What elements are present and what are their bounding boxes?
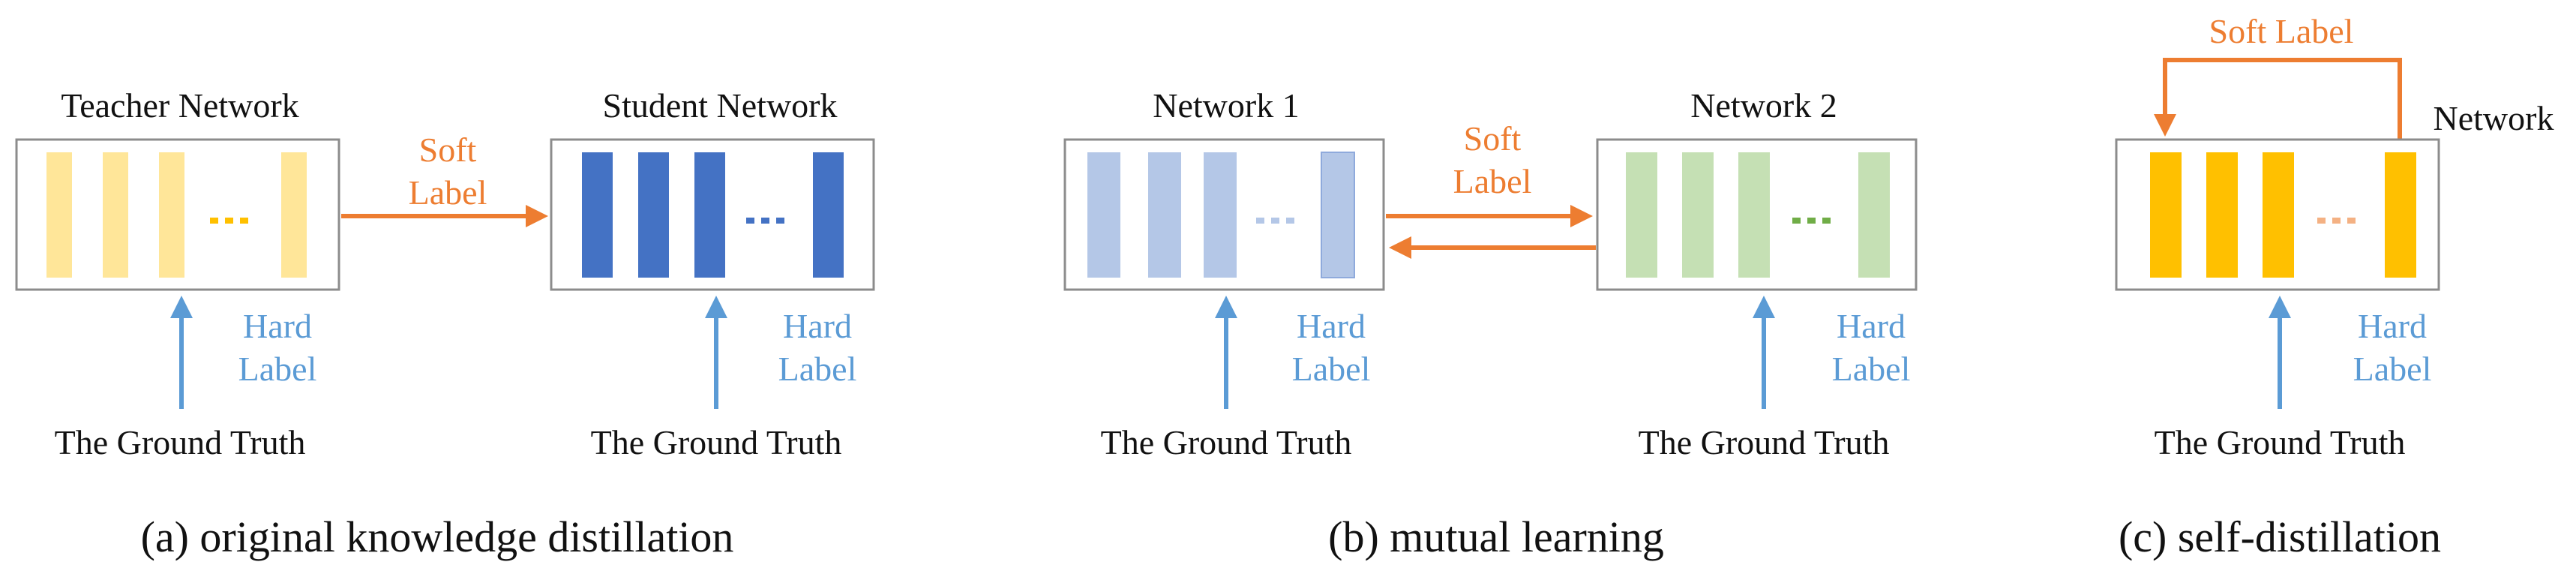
network-2-layer-bar	[1858, 152, 1890, 278]
self-network-layer-bar	[2385, 152, 2416, 278]
ground-truth-label: The Ground Truth	[1639, 423, 1890, 461]
soft-label-loop-arrow	[2154, 58, 2402, 152]
hard-label-text-line2: Label	[2353, 350, 2432, 388]
network-1-layer-bar	[1087, 152, 1120, 278]
hard-label-text-line1: Hard	[2358, 307, 2427, 345]
ellipsis-icon	[1792, 218, 1831, 224]
ground-truth-label: The Ground Truth	[591, 423, 842, 461]
network-2-layer-bar	[1738, 152, 1770, 278]
soft-label-text-line1: Soft	[1464, 119, 1522, 158]
hard-label-text-line1: Hard	[1297, 307, 1366, 345]
student-network-box	[550, 138, 875, 291]
student-layer-bar	[694, 152, 725, 278]
ground-truth-label: The Ground Truth	[55, 423, 306, 461]
network-1-layer-bar	[1148, 152, 1181, 278]
student-layer-bar	[813, 152, 844, 278]
hard-label-text-line1: Hard	[783, 307, 852, 345]
network-2-layer-bar	[1626, 152, 1657, 278]
hard-label-text-line2: Label	[1832, 350, 1911, 388]
network-1-title: Network 1	[1153, 86, 1299, 125]
soft-label-text-line2: Label	[1453, 162, 1532, 200]
soft-label-text: Soft Label	[2209, 12, 2354, 50]
hard-label-text-line1: Hard	[243, 307, 312, 345]
caption-a: (a) original knowledge distillation	[141, 512, 734, 561]
hard-label-text-line1: Hard	[1837, 307, 1906, 345]
panel-c: Soft Label Network Hard Label The Ground…	[2115, 12, 2554, 561]
self-network-layer-bar	[2150, 152, 2182, 278]
ellipsis-icon	[2317, 218, 2356, 224]
ground-truth-label: The Ground Truth	[1101, 423, 1352, 461]
self-network-layer-bar	[2206, 152, 2238, 278]
network-1-layer-bar	[1321, 152, 1355, 278]
self-network-layer-bar	[2263, 152, 2294, 278]
hard-label-text-line2: Label	[778, 350, 857, 388]
network-1-layer-bar	[1204, 152, 1237, 278]
teacher-network-title: Teacher Network	[61, 86, 298, 125]
ellipsis-icon	[1256, 218, 1294, 224]
teacher-layer-bar	[103, 152, 128, 278]
network-title: Network	[2434, 99, 2554, 137]
network-1-box	[1063, 138, 1385, 291]
caption-c: (c) self-distillation	[2119, 512, 2441, 561]
self-network-box	[2115, 138, 2440, 291]
caption-b: (b) mutual learning	[1328, 512, 1664, 561]
teacher-layer-bar	[281, 152, 307, 278]
hard-label-text-line2: Label	[1292, 350, 1371, 388]
ellipsis-icon	[746, 218, 784, 224]
student-layer-bar	[582, 152, 613, 278]
network-2-layer-bar	[1682, 152, 1714, 278]
network-2-box	[1596, 138, 1918, 291]
soft-label-text-line2: Label	[409, 173, 487, 212]
ground-truth-label: The Ground Truth	[2155, 423, 2406, 461]
soft-label-text-line1: Soft	[419, 131, 477, 169]
network-2-title: Network 2	[1690, 86, 1837, 125]
student-layer-bar	[638, 152, 669, 278]
teacher-layer-bar	[46, 152, 72, 278]
teacher-layer-bar	[159, 152, 184, 278]
teacher-network-box	[15, 138, 340, 291]
panel-a: Teacher Network Soft Label Student Netwo…	[15, 86, 875, 561]
ellipsis-icon	[210, 218, 248, 224]
hard-label-text-line2: Label	[238, 350, 317, 388]
student-network-title: Student Network	[602, 86, 837, 125]
panel-b: Network 1 Soft Label Network 2	[1063, 86, 1918, 561]
